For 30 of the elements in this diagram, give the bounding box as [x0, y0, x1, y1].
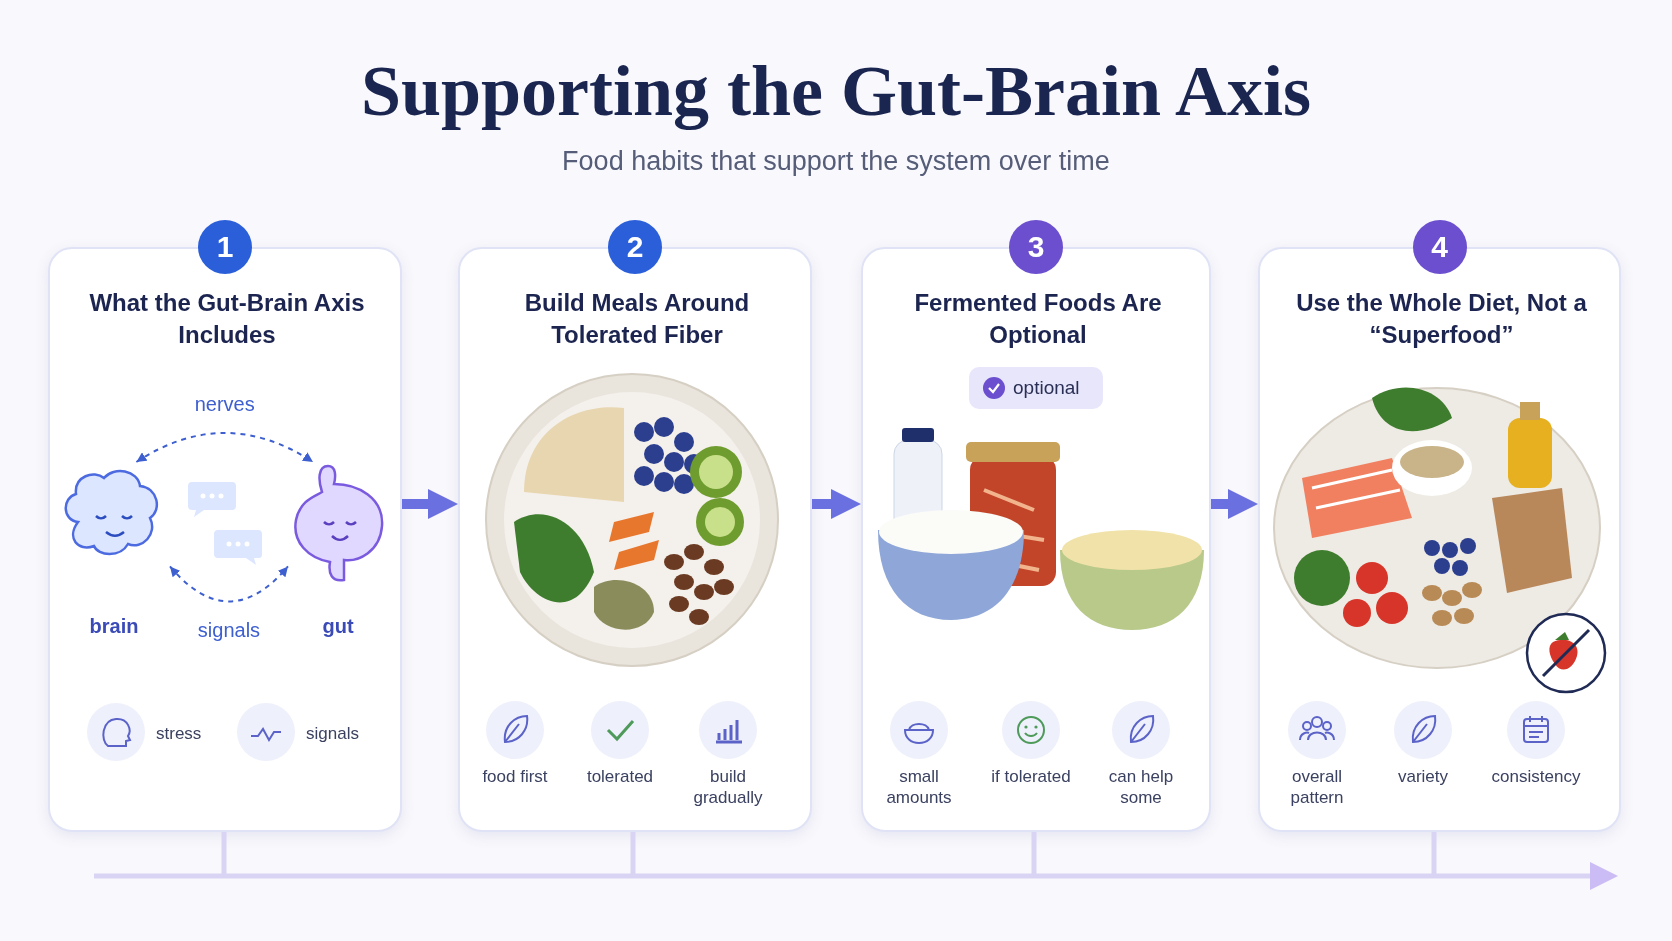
subtitle: Food habits that support the system over time — [561, 146, 1111, 177]
card-heading: What the Gut-Brain Axis Includes — [88, 288, 366, 350]
item-caption: build gradually — [692, 766, 764, 808]
step-number: 4 — [1412, 220, 1467, 274]
item-caption: tolerated — [585, 766, 655, 787]
card-heading: Use the Whole Diet, Not a “Superfood” — [1295, 288, 1588, 350]
node-label: brain — [88, 616, 140, 637]
item-caption: if tolerated — [990, 766, 1072, 787]
card-heading: Fermented Foods Are Optional — [913, 288, 1163, 350]
title: Supporting the Gut-Brain Axis — [359, 50, 1313, 133]
tag-pill — [969, 367, 1103, 409]
arrow — [169, 565, 289, 603]
item-caption: consistency — [1490, 766, 1582, 787]
arrow — [1211, 489, 1258, 519]
item-caption: variety — [1396, 766, 1450, 787]
node-label: gut — [321, 616, 355, 637]
item-caption: small amounts — [885, 766, 953, 808]
item-caption: signals — [306, 723, 359, 744]
item-caption: can help some — [1107, 766, 1175, 808]
tag-text: optional — [1013, 377, 1080, 398]
step-number: 2 — [608, 220, 662, 274]
arrow — [402, 489, 458, 519]
item-caption: food first — [481, 766, 549, 787]
step-number: 3 — [1009, 220, 1063, 274]
step-number: 1 — [198, 220, 252, 274]
card-heading: Build Meals Around Tolerated Fiber — [523, 288, 751, 350]
item-caption: stress — [156, 723, 202, 744]
arrow — [135, 432, 314, 463]
arrow — [812, 489, 861, 519]
item-caption: overall pattern — [1289, 766, 1345, 808]
